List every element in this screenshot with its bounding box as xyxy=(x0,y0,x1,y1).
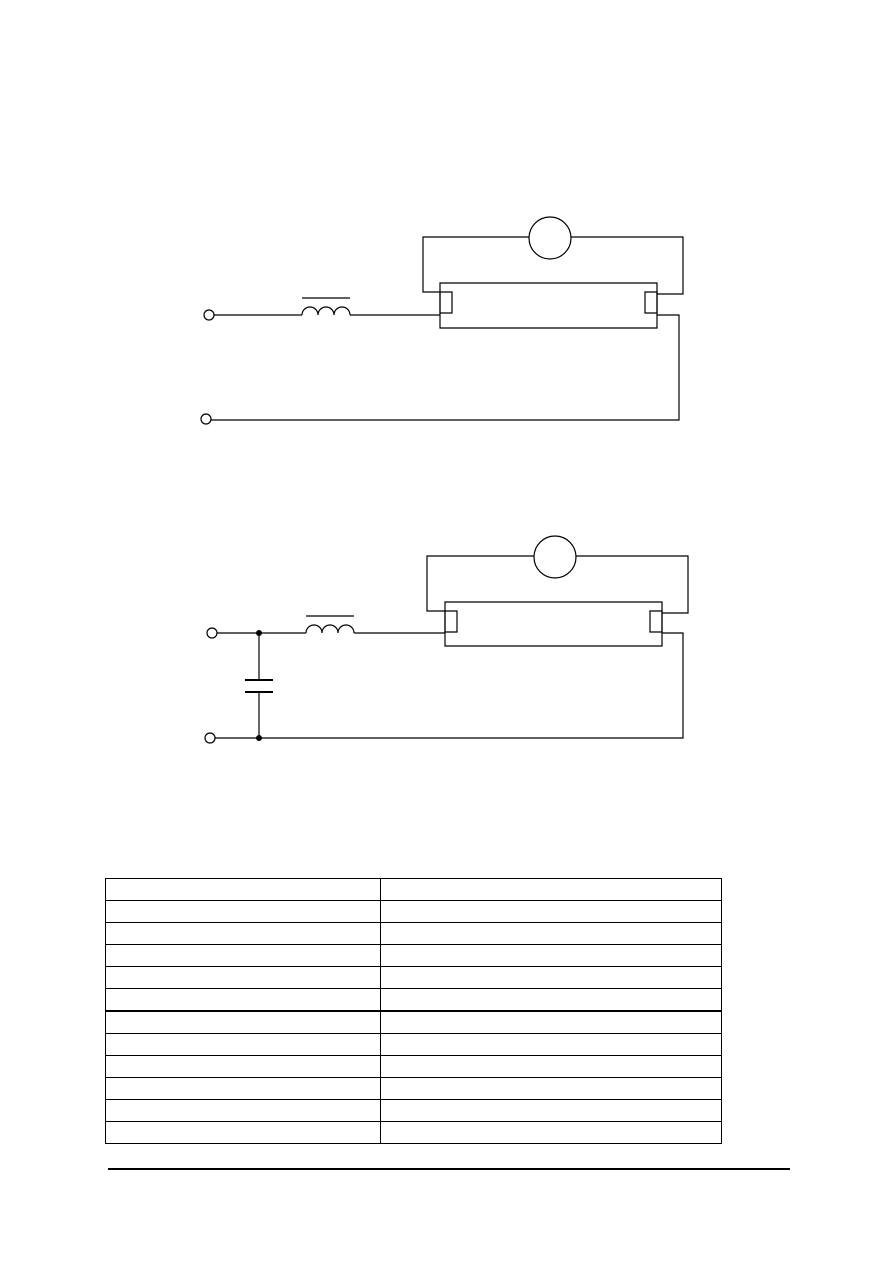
table-row xyxy=(105,966,722,989)
circuit-2 xyxy=(205,536,689,743)
inductor-coil-2 xyxy=(306,625,354,633)
starter-wire-left-1 xyxy=(422,236,529,293)
table-row xyxy=(105,1121,722,1144)
table-cell xyxy=(380,944,722,967)
circuit-1 xyxy=(201,217,684,424)
starter-wire-right-2 xyxy=(576,555,689,614)
table-row xyxy=(105,878,722,901)
table-row xyxy=(105,1099,722,1122)
table-cell xyxy=(380,1121,722,1144)
table-cell xyxy=(105,1033,381,1056)
junction-dot-top-2 xyxy=(256,630,262,636)
table-row xyxy=(105,1077,722,1100)
table-cell xyxy=(105,1121,381,1144)
terminal-top-2 xyxy=(207,628,217,638)
table-cell xyxy=(380,1055,722,1078)
table-cell xyxy=(380,1077,722,1100)
starter-2 xyxy=(534,536,576,578)
table-cell xyxy=(380,900,722,923)
tube-filament-right-2 xyxy=(650,611,662,632)
table-cell xyxy=(105,1077,381,1100)
table-cell xyxy=(380,878,722,901)
junction-dot-bottom-2 xyxy=(256,735,262,741)
starter-wire-right-1 xyxy=(571,236,684,295)
table-cell xyxy=(105,1055,381,1078)
table-cell xyxy=(105,1010,381,1034)
table-cell xyxy=(105,966,381,989)
table-cell xyxy=(105,878,381,901)
table-row xyxy=(105,1033,722,1056)
fluorescent-tube-1 xyxy=(440,283,657,328)
tube-filament-left-1 xyxy=(440,292,452,313)
table-cell xyxy=(380,988,722,1012)
starter-wire-left-2 xyxy=(426,555,534,612)
table-row xyxy=(105,1010,722,1034)
table-row xyxy=(105,922,722,945)
terminal-bottom-2 xyxy=(205,733,215,743)
terminal-bottom-1 xyxy=(201,414,211,424)
table-cell xyxy=(105,900,381,923)
table-cell xyxy=(105,944,381,967)
tube-filament-left-2 xyxy=(445,611,457,632)
table-cell xyxy=(380,966,722,989)
starter-1 xyxy=(529,217,571,259)
terminal-top-1 xyxy=(204,310,214,320)
table-cell xyxy=(380,1010,722,1034)
table-row xyxy=(105,900,722,923)
return-wire-1 xyxy=(211,314,680,421)
table-cell xyxy=(380,1033,722,1056)
fluorescent-tube-2 xyxy=(445,602,662,646)
table-cell xyxy=(380,922,722,945)
table-cell xyxy=(105,1099,381,1122)
table-row xyxy=(105,1055,722,1078)
table-cell xyxy=(380,1099,722,1122)
table-row xyxy=(105,944,722,967)
footer-rule xyxy=(108,1168,790,1170)
table-cell xyxy=(105,922,381,945)
return-wire-2 xyxy=(215,632,684,739)
data-table xyxy=(105,878,722,1144)
table-row xyxy=(105,988,722,1012)
inductor-coil-1 xyxy=(302,307,350,315)
tube-filament-right-1 xyxy=(645,292,657,313)
table-cell xyxy=(105,988,381,1012)
